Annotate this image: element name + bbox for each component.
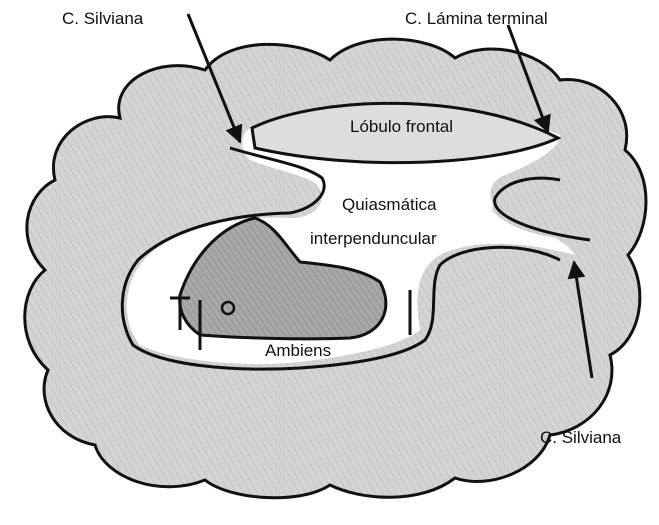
label-silviana-top: C. Silviana (62, 9, 144, 28)
label-quiasmatica: Quiasmática (342, 195, 437, 214)
label-lamina-terminal: C. Lámina terminal (405, 9, 548, 28)
label-interpenduncular: interpenduncular (310, 229, 437, 248)
label-ambiens: Ambiens (265, 341, 331, 360)
label-lobulo-frontal: Lóbulo frontal (350, 117, 453, 136)
label-silviana-bottom: C. Silviana (540, 428, 622, 447)
